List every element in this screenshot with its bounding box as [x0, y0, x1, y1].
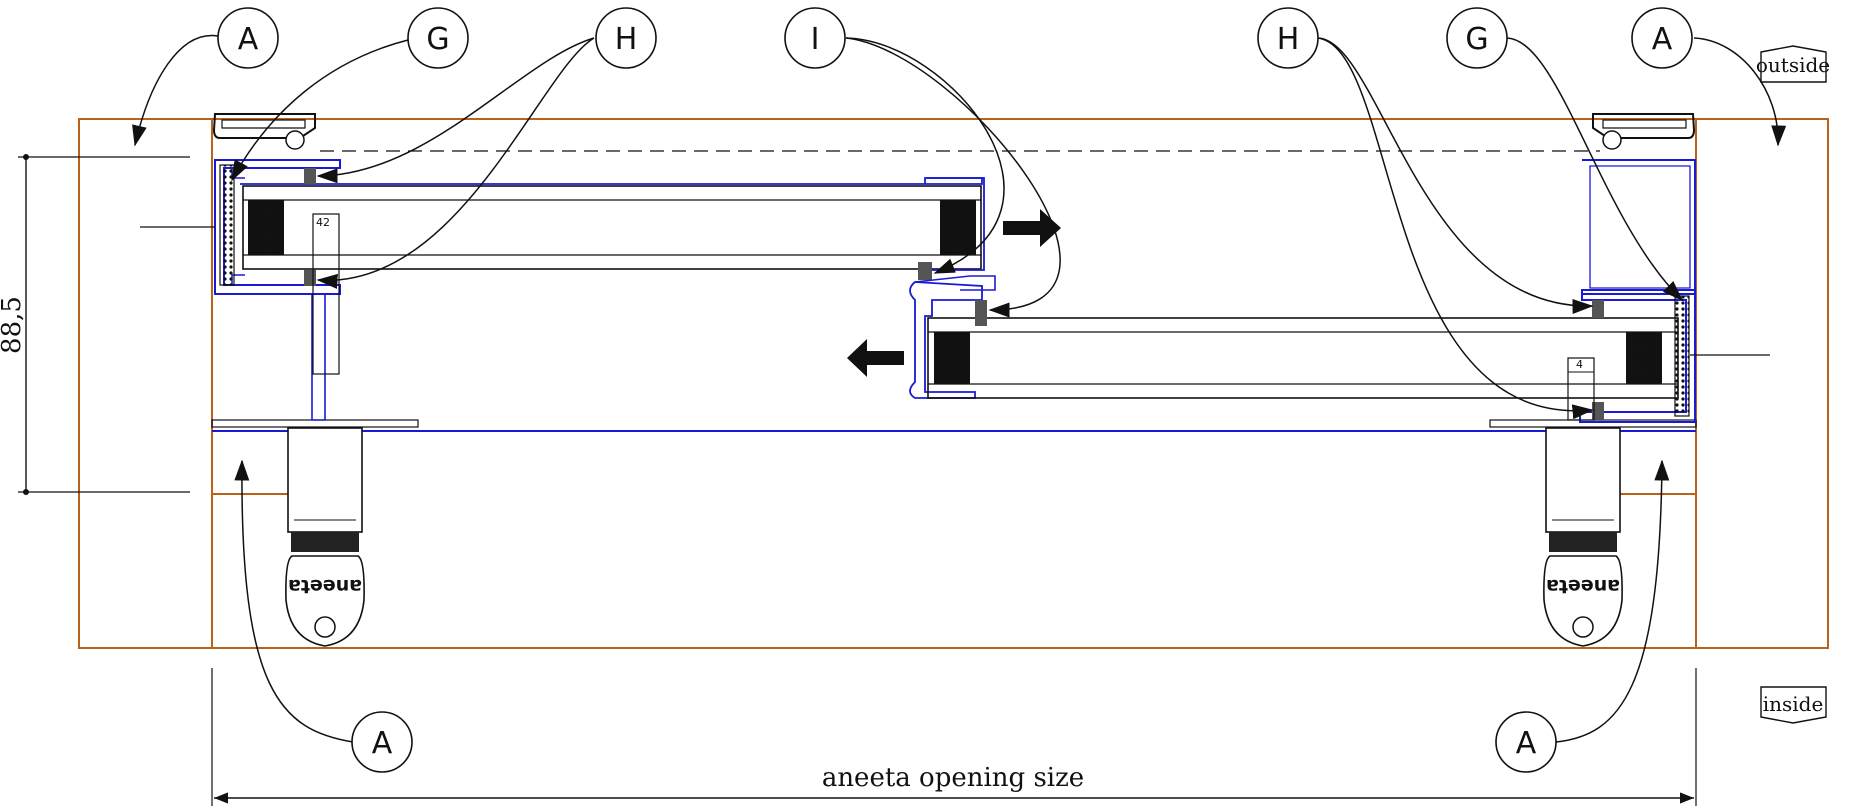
- left-wall-timber: [78, 118, 213, 649]
- right-lock-key: aneeta: [1543, 427, 1623, 647]
- callout-g-left: G: [407, 7, 469, 69]
- right-key-brand: aneeta: [1546, 575, 1620, 597]
- width-dimension-label: aneeta opening size: [822, 763, 1084, 793]
- gap-box-right: [1567, 357, 1595, 421]
- left-seal-strip: [219, 164, 235, 286]
- left-lock-key: aneeta: [285, 427, 365, 647]
- upper-bottom-brush: [304, 270, 316, 286]
- lower-top-brush-right: [1592, 300, 1604, 318]
- slide-left-arrow: [847, 339, 904, 377]
- lower-bottom-brush-right: [1592, 402, 1604, 420]
- width-dimension: aneeta opening size: [211, 668, 1697, 806]
- left-sill-plate: [211, 419, 419, 428]
- upper-end-brush: [918, 262, 932, 280]
- lower-top-brush-left: [975, 300, 987, 326]
- callout-label: A: [372, 726, 393, 761]
- callout-h-right: H: [1257, 7, 1319, 69]
- callout-label: A: [238, 22, 259, 57]
- right-top-clip: [1592, 113, 1696, 150]
- left-frame-profile: [214, 159, 341, 421]
- outside-tag: outside: [1756, 45, 1830, 83]
- height-dimension-label: 88,5: [0, 296, 27, 354]
- callout-h-left: H: [595, 7, 657, 69]
- callout-a-bottom-right: A: [1495, 711, 1557, 773]
- callout-label: G: [1465, 22, 1488, 57]
- callout-label: A: [1652, 22, 1673, 57]
- slide-right-arrow: [1003, 209, 1061, 247]
- left-top-clip: [212, 113, 316, 150]
- outside-tag-label: outside: [1756, 53, 1830, 77]
- gap-box-left: [312, 213, 340, 375]
- leader-lines: [132, 34, 1787, 743]
- gap-label-left: 42: [316, 216, 330, 229]
- callout-g-right: G: [1446, 7, 1508, 69]
- callout-label: A: [1516, 726, 1537, 761]
- callout-label: H: [615, 22, 638, 57]
- upper-top-brush: [304, 168, 316, 184]
- callout-a-bottom-left: A: [351, 711, 413, 773]
- lower-sliding-pane: [909, 275, 1679, 420]
- callout-a-top-right: A: [1631, 7, 1693, 69]
- callout-a-top-left: A: [217, 7, 279, 69]
- callout-i: I: [784, 7, 846, 69]
- callout-label: I: [811, 22, 820, 57]
- upper-sliding-pane: [240, 168, 985, 286]
- callout-label: G: [426, 22, 449, 57]
- inside-tag-label: inside: [1763, 692, 1824, 716]
- inside-tag: inside: [1760, 686, 1827, 724]
- right-wall-timber: [1695, 118, 1829, 649]
- callout-label: H: [1277, 22, 1300, 57]
- height-dimension: 88,5: [0, 154, 190, 495]
- gap-label-right: 4: [1576, 358, 1583, 371]
- left-key-brand: aneeta: [288, 575, 362, 597]
